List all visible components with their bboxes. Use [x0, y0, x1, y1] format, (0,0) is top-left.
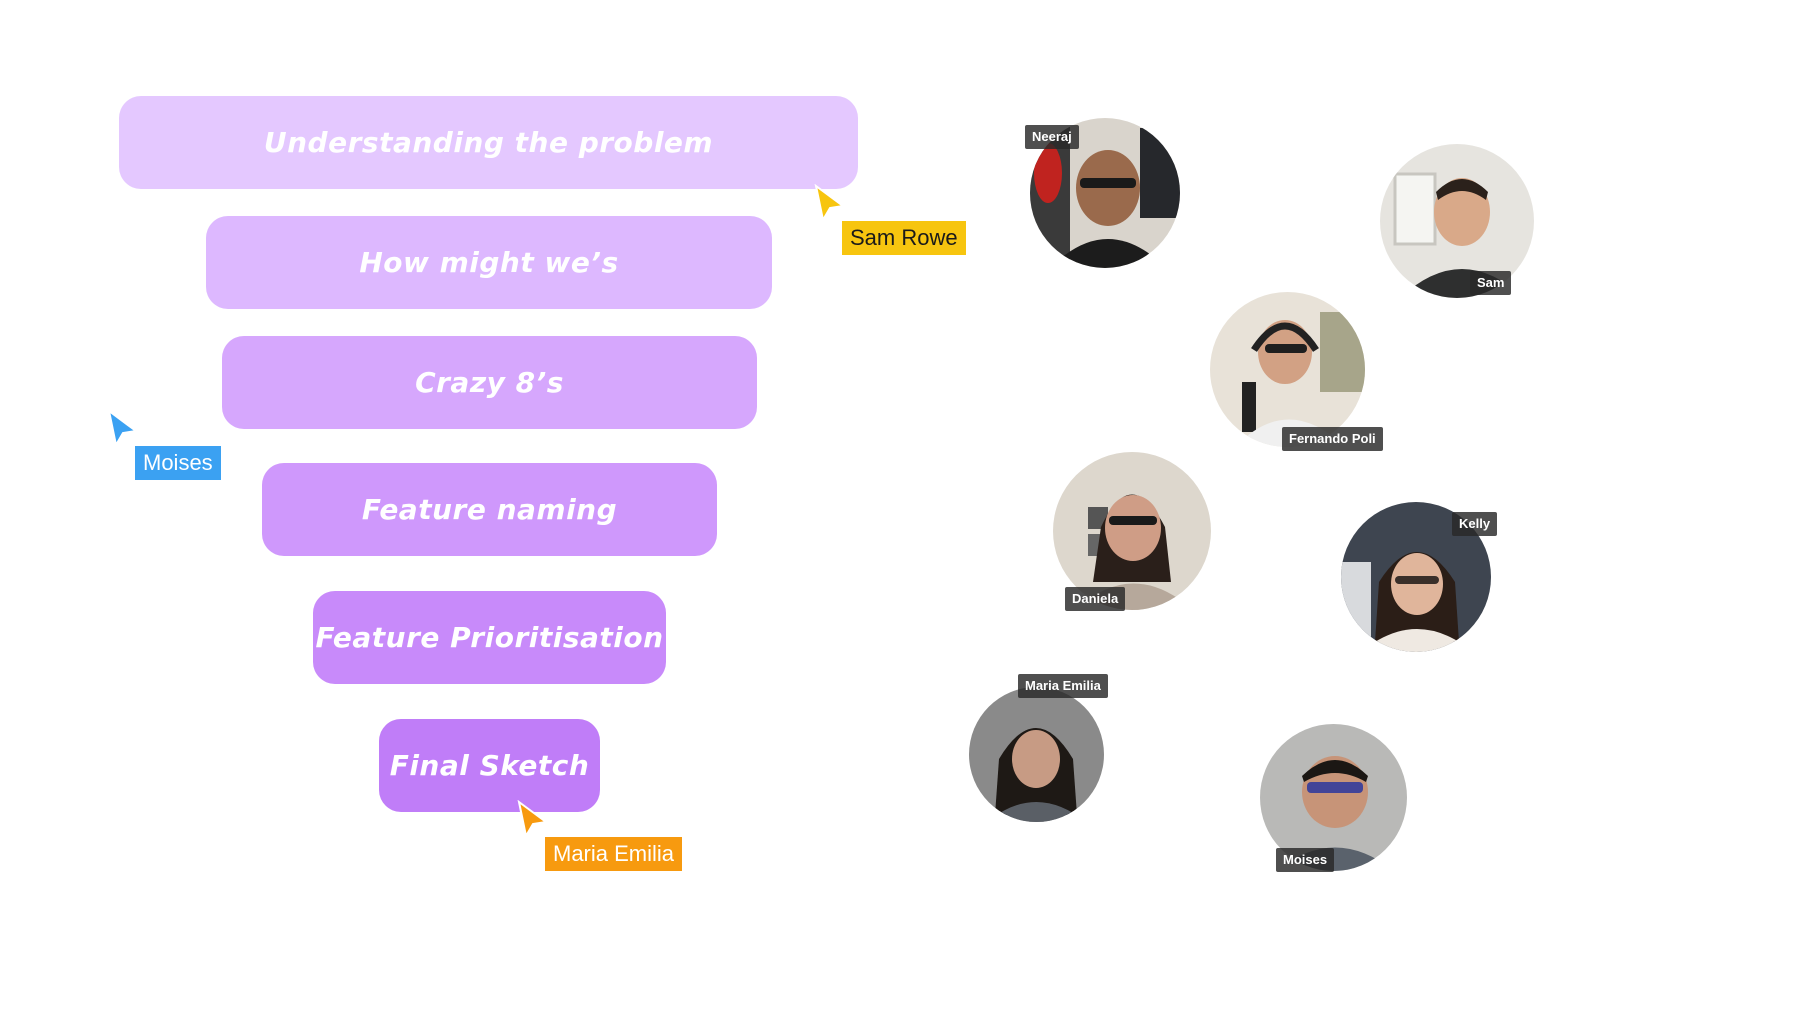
funnel-step-feature-naming[interactable]: Feature naming: [262, 463, 717, 556]
name-tag-kelly: Kelly: [1452, 512, 1498, 536]
cursor-label-moises: Moises: [135, 446, 221, 480]
name-tag-sam: Sam: [1470, 271, 1512, 295]
cursor-label-sam-rowe: Sam Rowe: [842, 221, 966, 255]
funnel-step-understanding[interactable]: Understanding the problem: [119, 96, 858, 189]
name-tag-neeraj: Neeraj: [1025, 125, 1079, 149]
avatar-maria-emilia[interactable]: [969, 687, 1104, 822]
cursor-pointer-icon: [517, 800, 549, 839]
name-tag-fernando-poli: Fernando Poli: [1282, 427, 1383, 451]
name-tag-moises: Moises: [1276, 848, 1335, 872]
funnel-step-crazy-8s[interactable]: Crazy 8’s: [222, 336, 757, 429]
person-icon: [969, 687, 1104, 822]
cursor-pointer-icon: [107, 409, 139, 448]
name-tag-daniela: Daniela: [1065, 587, 1126, 611]
name-tag-maria-emilia: Maria Emilia: [1018, 674, 1108, 698]
person-icon: [1210, 292, 1365, 447]
funnel-step-final-sketch[interactable]: Final Sketch: [379, 719, 600, 812]
avatar-fernando-poli[interactable]: [1210, 292, 1365, 447]
cursor-label-maria-emilia: Maria Emilia: [545, 837, 683, 871]
person-icon: [1053, 452, 1211, 610]
avatar-daniela[interactable]: [1053, 452, 1211, 610]
funnel-step-how-might-we[interactable]: How might we’s: [206, 216, 772, 309]
cursor-pointer-icon: [814, 184, 846, 223]
funnel-step-feature-prioritisation[interactable]: Feature Prioritisation: [313, 591, 666, 684]
